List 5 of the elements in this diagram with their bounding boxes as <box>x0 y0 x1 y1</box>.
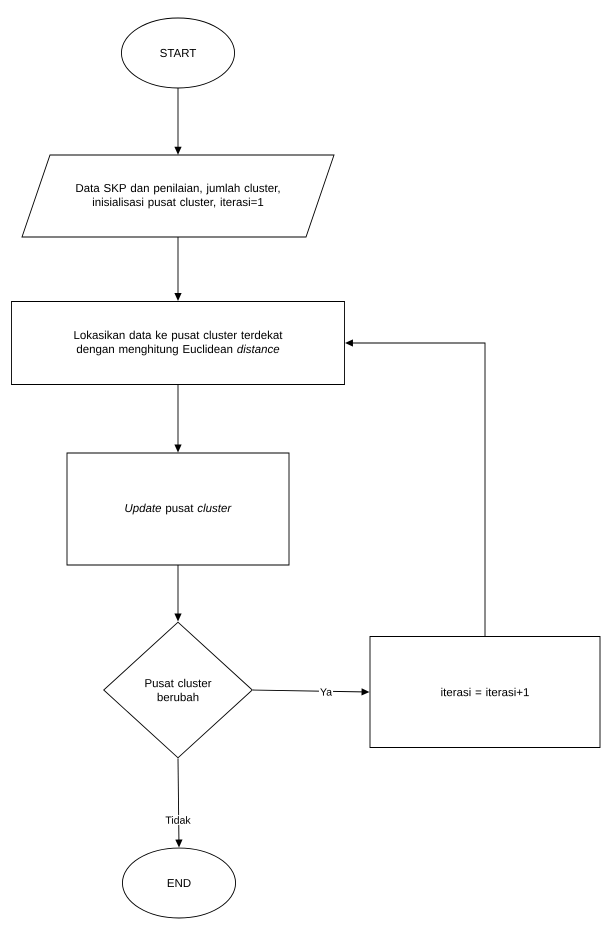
process-box: iterasi = iterasi+1 <box>370 636 600 748</box>
edge-label: Ya <box>318 687 334 697</box>
edge-label: Tidak <box>164 815 192 825</box>
process-box: Update pusat cluster <box>66 452 290 566</box>
process-box: Lokasikan data ke pusat cluster terdekat dengan menghitung Euclidean distance <box>11 301 345 385</box>
